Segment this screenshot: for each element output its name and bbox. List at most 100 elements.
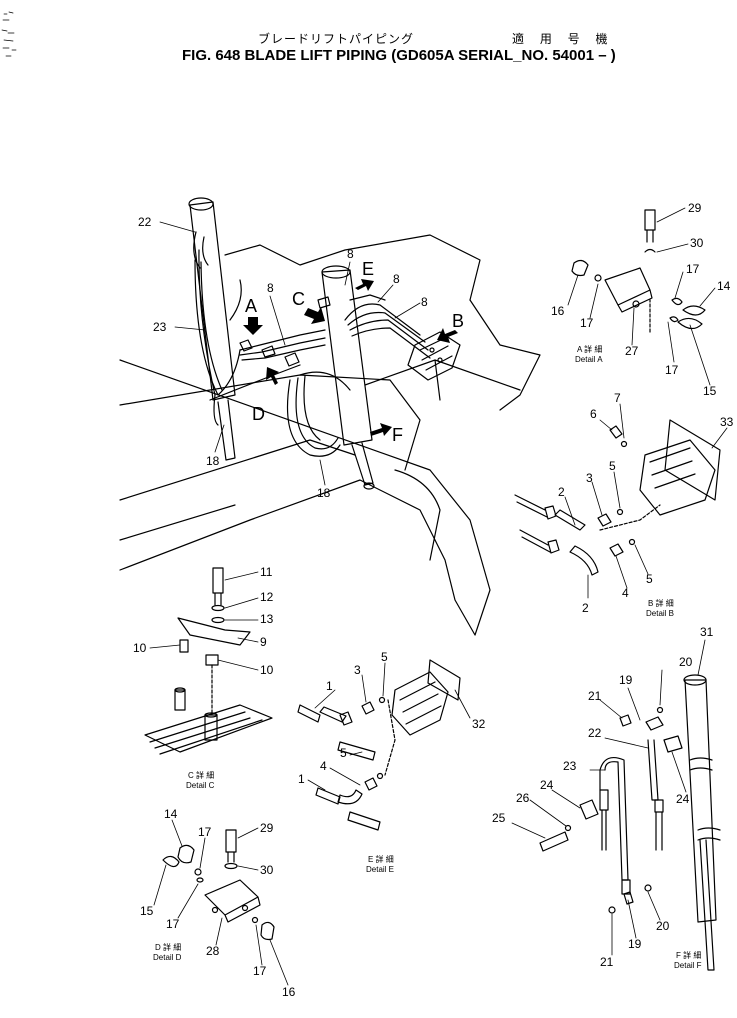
title-japanese: ブレードリフトパイピング [258, 32, 415, 46]
callout-16-d: 16 [282, 985, 296, 999]
view-label-f: F [392, 425, 403, 445]
callout-29-a: 29 [688, 201, 702, 215]
applicable-serial-japanese: 適 用 号 機 [512, 32, 614, 46]
callout-24-f2: 24 [676, 792, 690, 806]
callout-27: 27 [625, 344, 639, 358]
callout-4-b: 4 [622, 586, 629, 600]
callout-17-a: 17 [580, 316, 594, 330]
callout-24-f1: 24 [540, 778, 554, 792]
detail-c-caption-jp: C 詳 細 [188, 770, 214, 780]
callout-30-d: 30 [260, 863, 274, 877]
detail-c-leaders [149, 571, 259, 671]
callout-32: 32 [472, 717, 486, 731]
main-assembly [119, 197, 541, 636]
center-lift-cylinder [321, 265, 375, 490]
callout-7: 7 [614, 391, 621, 405]
main-leaders [159, 221, 421, 486]
callout-19-f1: 19 [619, 673, 633, 687]
detail-f [539, 674, 721, 971]
callout-15-d: 15 [140, 904, 154, 918]
callout-8-c: 8 [393, 272, 400, 286]
detail-b [514, 419, 721, 576]
callout-23-main: 23 [153, 320, 167, 334]
callout-3-b: 3 [586, 471, 593, 485]
callout-2-b2: 2 [582, 601, 589, 615]
callout-20-f1: 20 [679, 655, 693, 669]
callout-17-d2: 17 [166, 917, 180, 931]
callout-30-a: 30 [690, 236, 704, 250]
callout-17-d1: 17 [198, 825, 212, 839]
callout-33: 33 [720, 415, 734, 429]
callout-8-d: 8 [421, 295, 428, 309]
control-valve [407, 331, 461, 381]
callout-19-f2: 19 [628, 937, 642, 951]
callout-25: 25 [492, 811, 506, 825]
view-label-a: A [245, 296, 257, 316]
detail-d [162, 829, 275, 941]
callout-18-a: 18 [206, 454, 220, 468]
callout-5-b2: 5 [646, 572, 653, 586]
callout-5-e1: 5 [381, 650, 388, 664]
detail-a [571, 209, 706, 333]
callout-21-f1: 21 [588, 689, 602, 703]
callout-9: 9 [260, 635, 267, 649]
callout-28: 28 [206, 944, 220, 958]
callout-17-b: 17 [686, 262, 700, 276]
callout-22-main: 22 [138, 215, 152, 229]
callout-15-a: 15 [703, 384, 717, 398]
view-label-c: C [292, 289, 305, 309]
callout-14-d: 14 [164, 807, 178, 821]
detail-e-leaders [307, 662, 471, 791]
callout-5-e2: 5 [340, 746, 347, 760]
hose-bundle-center [286, 294, 431, 457]
callout-3-e: 3 [354, 663, 361, 677]
callout-10-a: 10 [133, 641, 147, 655]
detail-c-caption: Detail C [186, 781, 215, 790]
view-label-e: E [362, 259, 374, 279]
callout-13: 13 [260, 612, 274, 626]
callout-20-f2: 20 [656, 919, 670, 933]
callout-12: 12 [260, 590, 274, 604]
callout-22-f: 22 [588, 726, 602, 740]
callout-16-a: 16 [551, 304, 565, 318]
detail-b-leaders [564, 403, 728, 599]
callout-26: 26 [516, 791, 530, 805]
callout-10-b: 10 [260, 663, 274, 677]
callout-4-e: 4 [320, 759, 327, 773]
callout-31: 31 [700, 625, 714, 639]
callout-17-c: 17 [665, 363, 679, 377]
callout-18-b: 18 [317, 486, 331, 500]
callout-17-d3: 17 [253, 964, 267, 978]
callout-14-a: 14 [717, 279, 731, 293]
callout-11: 11 [260, 565, 273, 579]
callout-2-b1: 2 [558, 485, 565, 499]
detail-e [297, 659, 461, 831]
detail-f-caption-jp: F 詳 細 [676, 950, 701, 960]
callout-23-f: 23 [563, 759, 577, 773]
view-arrows [243, 279, 458, 436]
callout-8-a: 8 [267, 281, 274, 295]
figure-title: FIG. 648 BLADE LIFT PIPING (GD605A SERIA… [182, 47, 616, 64]
detail-b-caption: Detail B [646, 609, 674, 618]
detail-c [144, 567, 273, 755]
detail-e-caption-jp: E 詳 細 [368, 854, 394, 864]
detail-a-caption: Detail A [575, 355, 603, 364]
callout-5-b1: 5 [609, 459, 616, 473]
detail-b-caption-jp: B 詳 細 [648, 598, 674, 608]
callout-1-e2: 1 [298, 772, 305, 786]
detail-d-caption: Detail D [153, 953, 182, 962]
detail-d-caption-jp: D 詳 細 [155, 942, 181, 952]
frame-outline [119, 359, 491, 636]
callout-29-d: 29 [260, 821, 274, 835]
view-label-d: D [252, 404, 265, 424]
callout-1-e1: 1 [326, 679, 333, 693]
detail-e-caption: Detail E [366, 865, 394, 874]
detail-f-caption: Detail F [674, 961, 702, 970]
callout-8-b: 8 [347, 247, 354, 261]
detail-d-leaders [153, 819, 289, 986]
detail-f-leaders [511, 639, 706, 956]
callout-6: 6 [590, 407, 597, 421]
view-label-b: B [452, 311, 464, 331]
callout-21-f2: 21 [600, 955, 614, 969]
scan-noise [1, 11, 17, 57]
